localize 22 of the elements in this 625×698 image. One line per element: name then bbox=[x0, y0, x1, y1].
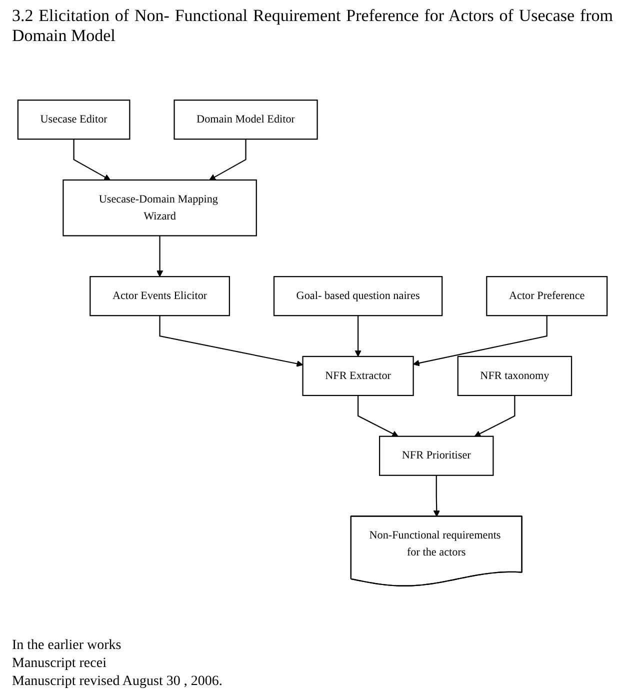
arrow bbox=[156, 236, 164, 277]
body-text: In the earlier works bbox=[12, 638, 122, 654]
node-box: Domain Model Editor bbox=[174, 100, 318, 140]
arrow bbox=[433, 475, 440, 517]
node-box: NFR taxonomy bbox=[457, 356, 572, 396]
arrow bbox=[354, 316, 362, 357]
node-box: Usecase Editor bbox=[17, 100, 130, 140]
node-box: Goal- based question naires bbox=[273, 276, 443, 316]
node-box: Actor Preference bbox=[486, 276, 608, 316]
arrow bbox=[474, 395, 516, 437]
arrow bbox=[73, 139, 110, 180]
body-text: Manuscript revised August 30 , 2006. bbox=[12, 674, 224, 690]
section-heading: 3.2 Elicitation of Non- Functional Requirement Preference for Actors of Usecase from Domain Model bbox=[12, 6, 613, 46]
node-box: NFR Extractor bbox=[302, 356, 414, 396]
arrow bbox=[413, 316, 548, 366]
arrow bbox=[358, 395, 398, 437]
node-box: Usecase-Domain Mapping Wizard bbox=[62, 179, 257, 236]
node-box: Actor Events Elicitor bbox=[90, 276, 230, 316]
node-box: NFR Prioritiser bbox=[379, 436, 494, 476]
body-text: Manuscript recei bbox=[12, 656, 108, 672]
arrow bbox=[209, 139, 246, 180]
arrow bbox=[159, 316, 304, 367]
